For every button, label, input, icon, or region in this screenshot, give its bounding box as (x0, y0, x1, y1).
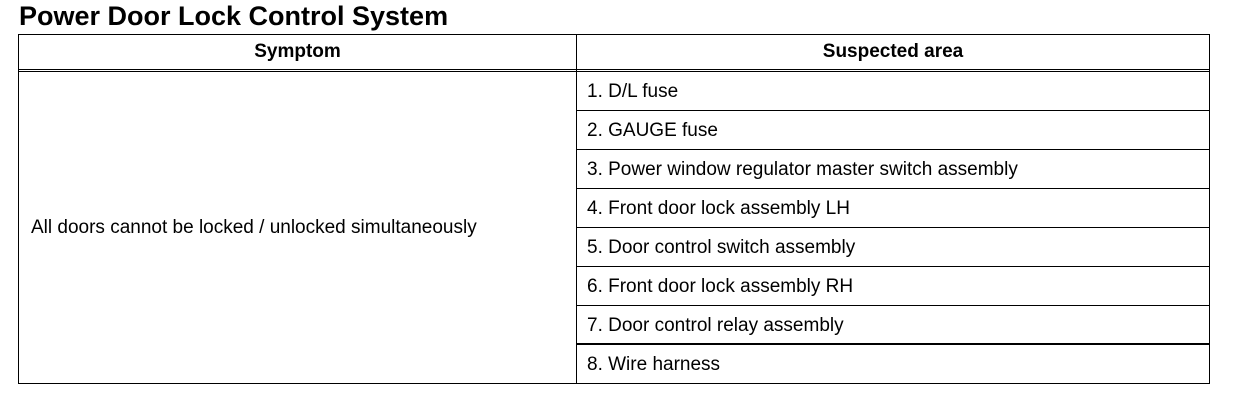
suspected-area-item: 1. D/L fuse (577, 73, 1209, 111)
suspected-area-list: 1. D/L fuse 2. GAUGE fuse 3. Power windo… (577, 73, 1209, 383)
suspected-area-item: 8. Wire harness (587, 354, 721, 375)
suspected-area-item: 6. Front door lock assembly RH (577, 268, 1209, 306)
column-divider (576, 35, 577, 383)
suspected-area-item: 2. GAUGE fuse (577, 112, 1209, 150)
suspected-area-item: 3. Power window regulator master switch … (577, 151, 1209, 189)
symptom-cell: All doors cannot be locked / unlocked si… (31, 217, 477, 238)
table-header-row: Symptom Suspected area (19, 35, 1209, 72)
suspected-area-item: 7. Door control relay assembly (577, 307, 1209, 345)
suspected-area-item: 4. Front door lock assembly LH (577, 190, 1209, 228)
suspected-area-column-header: Suspected area (822, 41, 964, 62)
suspected-area-item: 5. Door control switch assembly (577, 229, 1209, 267)
page-title: Power Door Lock Control System (19, 1, 449, 31)
symptom-column-header: Symptom (254, 41, 341, 62)
troubleshooting-table: Symptom Suspected area All doors cannot … (18, 34, 1210, 384)
